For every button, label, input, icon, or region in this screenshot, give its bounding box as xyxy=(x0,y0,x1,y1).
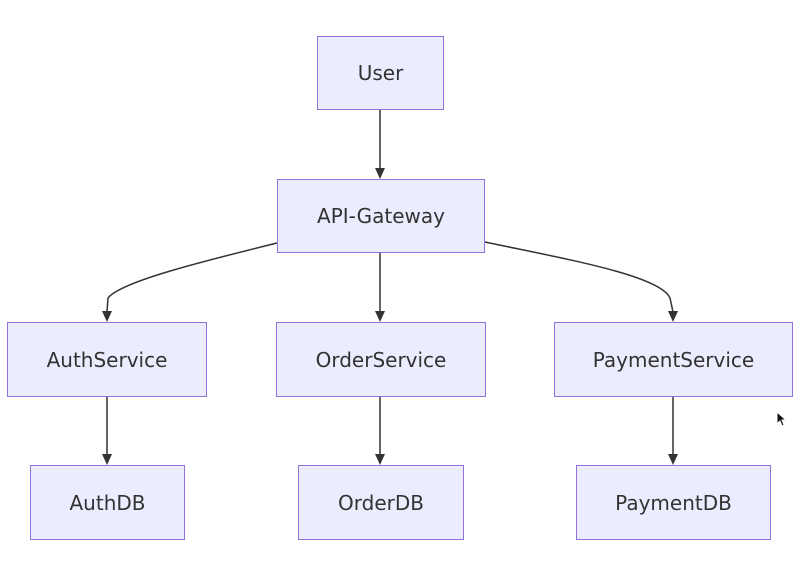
mouse-pointer-icon xyxy=(776,411,788,427)
node-order-db[interactable]: OrderDB xyxy=(298,465,464,540)
node-api-gateway-label: API-Gateway xyxy=(317,204,445,228)
node-payment-db[interactable]: PaymentDB xyxy=(576,465,771,540)
edge-api-gateway-to-auth-service xyxy=(106,242,278,313)
edge-api-gateway-to-payment-service xyxy=(484,241,674,313)
node-order-service[interactable]: OrderService xyxy=(276,322,486,397)
node-order-service-label: OrderService xyxy=(315,347,447,372)
node-payment-service-label: PaymentService xyxy=(592,347,755,372)
node-auth-db-label: AuthDB xyxy=(69,490,146,515)
node-user[interactable]: User xyxy=(317,36,444,110)
arrowhead-api-gateway xyxy=(375,168,385,179)
arrowhead-order-service xyxy=(375,311,385,322)
node-payment-db-label: PaymentDB xyxy=(615,490,732,515)
arrowhead-payment-service xyxy=(668,311,678,322)
arrowhead-auth-service xyxy=(102,311,112,322)
arrowhead-auth-db xyxy=(102,454,112,465)
node-auth-service-label: AuthService xyxy=(46,347,168,372)
arrowhead-payment-db xyxy=(668,454,678,465)
node-auth-service[interactable]: AuthService xyxy=(7,322,207,397)
node-payment-service[interactable]: PaymentService xyxy=(554,322,793,397)
node-auth-db[interactable]: AuthDB xyxy=(30,465,185,540)
node-user-label: User xyxy=(357,61,404,85)
node-api-gateway[interactable]: API-Gateway xyxy=(277,179,485,253)
arrowhead-order-db xyxy=(375,454,385,465)
node-order-db-label: OrderDB xyxy=(338,490,424,515)
